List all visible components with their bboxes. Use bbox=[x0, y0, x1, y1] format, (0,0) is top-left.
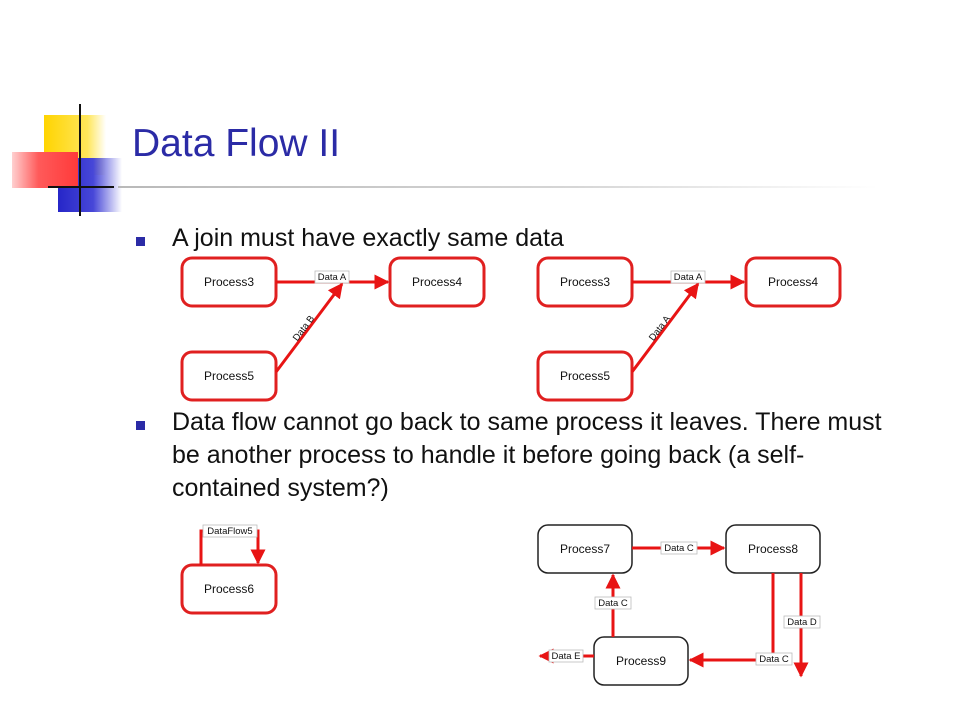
flow-8-d-label: Data D bbox=[787, 617, 817, 628]
flow-7-8-label: Data C bbox=[664, 543, 694, 554]
process8-label: Process8 bbox=[748, 542, 798, 556]
process4-box bbox=[388, 256, 486, 308]
flow-8-9-label: Data C bbox=[759, 654, 789, 665]
flow-arrow-diagonal bbox=[274, 282, 344, 373]
process9-box bbox=[593, 636, 689, 686]
process7-label: Process7 bbox=[560, 542, 610, 556]
process4-box bbox=[744, 256, 842, 308]
process4-label: Process4 bbox=[412, 275, 462, 289]
process9-label: Process9 bbox=[616, 654, 666, 668]
flow-label-data-a-diagonal: Data A bbox=[647, 313, 673, 343]
self-loop-diagram: Process6 DataFlow5 bbox=[180, 524, 278, 615]
process5-box bbox=[180, 350, 278, 402]
flow-7-8-label-box bbox=[660, 541, 698, 555]
process5-label: Process5 bbox=[560, 369, 610, 383]
loop-label-box bbox=[202, 524, 258, 538]
bullet-marker-2 bbox=[136, 421, 145, 430]
decorative-horizontal-line bbox=[48, 186, 114, 188]
flow-9-7-label-box bbox=[594, 596, 632, 610]
process3-label: Process3 bbox=[560, 275, 610, 289]
flow-label-data-b: Data B bbox=[291, 314, 317, 344]
process5-box bbox=[536, 350, 634, 402]
loop-label: DataFlow5 bbox=[207, 526, 252, 537]
flow-8-9-label-box bbox=[755, 652, 793, 666]
cycle-diagram: Process7 Process8 Process9 Data C Data C… bbox=[537, 524, 821, 686]
decorative-vertical-line bbox=[79, 104, 81, 216]
flow-9-7-label: Data C bbox=[598, 598, 628, 609]
bullet-marker-1 bbox=[136, 237, 145, 246]
flow-8-d-label-box bbox=[783, 615, 821, 629]
bullet-text-2: Data flow cannot go back to same process… bbox=[172, 408, 882, 502]
process6-label: Process6 bbox=[204, 582, 254, 596]
flow-label-data-a: Data A bbox=[674, 272, 703, 283]
flow-9-e-label-box bbox=[548, 649, 584, 663]
process5-label: Process5 bbox=[204, 369, 254, 383]
flow-8-to-9 bbox=[688, 573, 775, 668]
slide-title: Data Flow II bbox=[132, 122, 341, 165]
flow-arrow-diagonal bbox=[630, 282, 700, 373]
join-diagram-left: Process3 Process4 Process5 Data A Data B bbox=[180, 256, 486, 402]
bullet-text-1: A join must have exactly same data bbox=[172, 224, 564, 252]
title-underline bbox=[118, 186, 878, 188]
decorative-red-bar bbox=[12, 152, 78, 188]
flow-label-data-a: Data A bbox=[318, 272, 347, 283]
flow-9-e-label: Data E bbox=[551, 651, 580, 662]
process6-box bbox=[180, 563, 278, 615]
join-diagram-right: Process3 Process4 Process5 Data A Data A bbox=[536, 256, 842, 402]
process3-label: Process3 bbox=[204, 275, 254, 289]
process4-label: Process4 bbox=[768, 275, 818, 289]
